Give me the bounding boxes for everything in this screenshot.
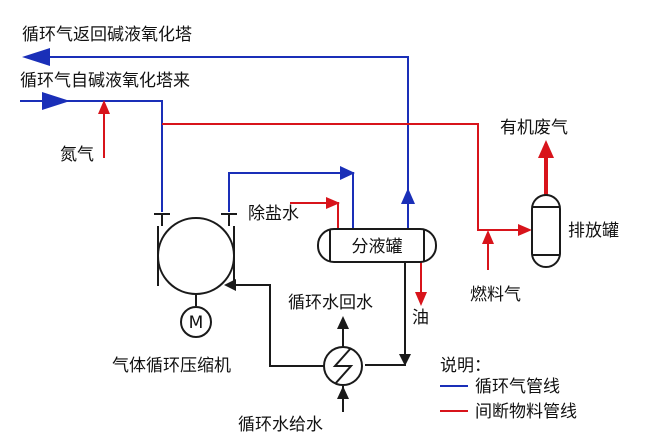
oil-label: 油 [412,308,429,328]
fuel-gas-label: 燃料气 [470,285,521,305]
nitrogen-arrow [98,100,110,114]
waste-gas-arrow [538,140,554,158]
outlet-arrow [340,166,355,180]
gas-return-line [50,56,409,230]
water-supply-label: 循环水给水 [238,415,323,435]
return-to-compressor-line [228,284,325,367]
vent-arrow [518,224,532,236]
oil-arrow [415,292,427,306]
water-supply-arrow [337,386,349,399]
motor-label: M [189,313,204,333]
gas-inlet-arrow [42,92,70,110]
gas-return-label: 循环气返回碱液氧化塔 [22,25,192,45]
water-return-arrow [337,316,349,329]
legend-item-gas: 循环气管线 [475,377,560,397]
separator-label: 分液罐 [352,237,403,257]
exchanger-coil [332,347,354,385]
vent-tank-label: 排放罐 [568,221,619,241]
legend: 说明： 循环气管线 间断物料管线 [440,356,577,422]
gas-return-arrow [22,48,50,66]
separator-drain-line [365,262,406,366]
separator-body [317,228,437,263]
vent-tank [531,194,561,268]
intermittent-lines [98,100,554,306]
drain-arrow [399,354,411,366]
compressor-body [157,217,235,295]
vent-tank-body [531,194,561,268]
compressor-label: 气体循环压缩机 [112,356,231,376]
motor-circle [180,306,212,338]
organic-waste-gas-label: 有机废气 [500,118,568,138]
heat-exchanger [323,346,363,386]
vent-line [162,123,528,231]
water-return-label: 循环水回水 [288,293,373,313]
desalted-water-label: 除盐水 [248,204,299,224]
cooling-water-lines [224,262,411,412]
separator-drum: 分液罐 [317,228,437,263]
gas-from-label: 循环气自碱液氧化塔来 [20,71,190,91]
gas-up-arrow [401,188,415,204]
nitrogen-label: 氮气 [60,145,94,165]
circulating-gas-lines [20,48,415,230]
fuel-gas-arrow [482,230,494,244]
legend-title: 说明： [440,356,491,376]
compressor-outlet-line [228,172,354,230]
gas-circulation-compressor: M [154,213,237,338]
legend-item-intermittent: 间断物料管线 [475,402,577,422]
labels: 循环气返回碱液氧化塔 循环气自碱液氧化塔来 氮气 除盐水 有机废气 排放罐 燃料… [20,25,619,435]
desalted-water-arrow [326,197,340,209]
